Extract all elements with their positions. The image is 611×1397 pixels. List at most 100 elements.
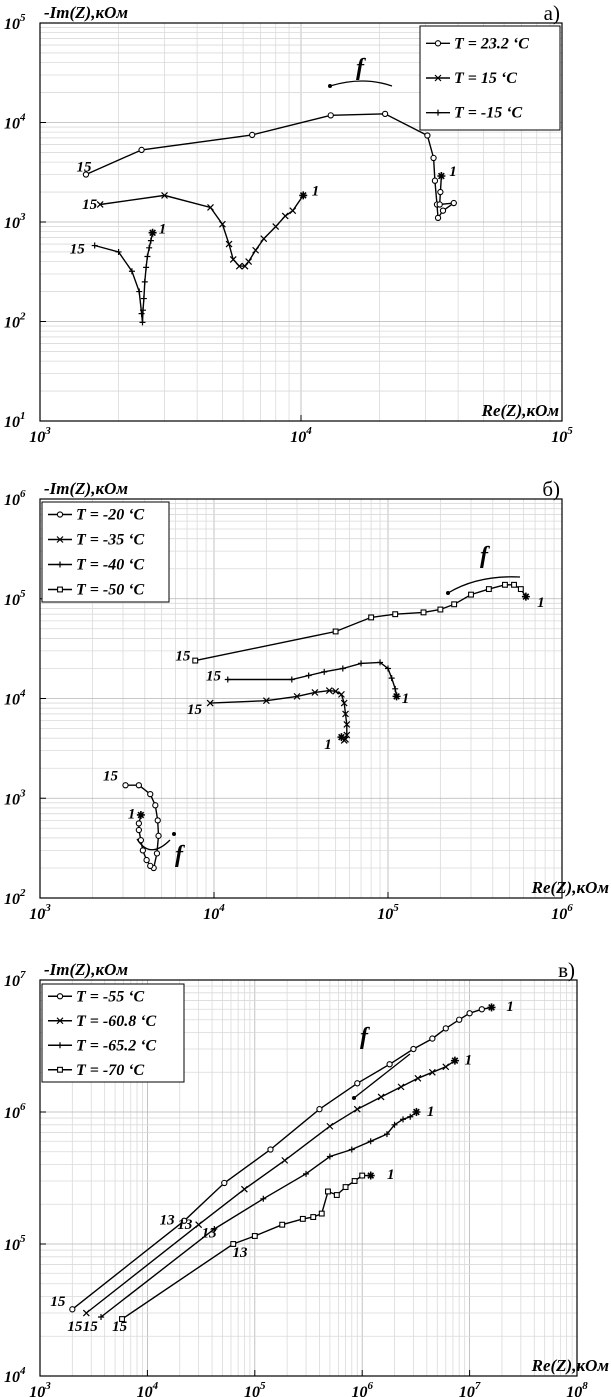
data-point bbox=[318, 1210, 325, 1217]
data-point bbox=[154, 817, 161, 824]
data-point bbox=[407, 1113, 414, 1120]
x-tick-label: 107 bbox=[459, 1380, 481, 1397]
legend-entry: T = 15 ‘C bbox=[454, 70, 517, 87]
data-point bbox=[316, 1106, 323, 1113]
data-point bbox=[135, 826, 143, 834]
legend-marker bbox=[434, 40, 442, 47]
arrow-head bbox=[446, 591, 450, 595]
data-point bbox=[353, 1105, 361, 1113]
data-point bbox=[501, 581, 508, 588]
legend-entry: T = -40 ‘C bbox=[76, 557, 145, 574]
data-point bbox=[272, 223, 280, 230]
data-point bbox=[340, 699, 348, 707]
data-point bbox=[343, 720, 351, 728]
data-point bbox=[155, 832, 162, 839]
series-line bbox=[85, 1060, 456, 1314]
panel-label: в) bbox=[558, 958, 575, 982]
series-1 bbox=[69, 1003, 496, 1313]
data-point bbox=[161, 191, 168, 199]
data-point bbox=[342, 1184, 349, 1191]
data-point bbox=[293, 692, 301, 700]
data-point bbox=[348, 1146, 355, 1153]
series-3 bbox=[91, 228, 157, 326]
y-tick-label: 106 bbox=[4, 1101, 26, 1122]
data-point bbox=[245, 258, 253, 266]
data-point bbox=[327, 112, 334, 119]
data-point-end bbox=[450, 1056, 459, 1065]
data-point bbox=[219, 220, 226, 228]
arrow-head bbox=[352, 1096, 356, 1100]
data-point bbox=[466, 1010, 473, 1017]
y-tick-label: 103 bbox=[4, 787, 26, 808]
data-point-end bbox=[148, 228, 157, 237]
data-point bbox=[468, 591, 474, 598]
data-point bbox=[326, 1153, 333, 1160]
x-tick-label: 103 bbox=[29, 1380, 51, 1397]
series-line bbox=[100, 1111, 417, 1318]
data-point bbox=[235, 262, 243, 270]
y-tick-label: 104 bbox=[4, 688, 26, 709]
point-annotation: 1 bbox=[387, 1167, 395, 1183]
series-1 bbox=[122, 782, 162, 872]
point-annotation: 15 bbox=[112, 1319, 128, 1335]
y-axis-label: -Im(Z),кОм bbox=[44, 479, 128, 498]
data-point bbox=[439, 207, 447, 214]
data-point bbox=[430, 154, 437, 162]
data-point bbox=[392, 685, 399, 692]
data-point bbox=[230, 1241, 237, 1247]
y-tick-label: 104 bbox=[4, 112, 26, 133]
data-point bbox=[442, 1063, 450, 1071]
data-point bbox=[310, 1214, 317, 1221]
data-point bbox=[143, 856, 150, 864]
point-annotation: 1 bbox=[128, 806, 135, 822]
data-point bbox=[143, 264, 150, 271]
data-point-end bbox=[487, 1003, 496, 1012]
data-point-end bbox=[392, 692, 401, 701]
data-point bbox=[420, 609, 427, 616]
data-point bbox=[437, 606, 444, 613]
data-point bbox=[141, 278, 148, 285]
frequency-label: f bbox=[356, 55, 366, 81]
y-tick-label: 105 bbox=[4, 588, 26, 609]
series-3 bbox=[98, 1108, 421, 1320]
data-point-end bbox=[366, 1171, 375, 1180]
data-point bbox=[241, 262, 249, 270]
data-point bbox=[332, 628, 339, 635]
point-annotation: 1 bbox=[312, 183, 320, 199]
data-point bbox=[221, 1179, 228, 1187]
x-axis-label: Re(Z),кОм bbox=[531, 878, 610, 897]
data-point bbox=[377, 1093, 385, 1101]
data-point bbox=[400, 1116, 407, 1123]
x-tick-label: 103 bbox=[29, 425, 51, 446]
data-point bbox=[96, 201, 104, 208]
x-tick-label: 108 bbox=[566, 1380, 588, 1397]
series-line bbox=[100, 194, 304, 267]
data-point bbox=[383, 1131, 390, 1138]
data-point bbox=[224, 676, 231, 683]
y-tick-label: 105 bbox=[4, 1233, 26, 1254]
frequency-label: f bbox=[360, 1024, 370, 1050]
data-point bbox=[139, 847, 146, 854]
point-annotation: 15 bbox=[206, 668, 222, 684]
data-point bbox=[391, 1121, 398, 1128]
legend-entry: T = -50 ‘C bbox=[76, 582, 145, 599]
legend-marker bbox=[57, 561, 63, 568]
series-3 bbox=[224, 659, 401, 701]
series-2 bbox=[96, 191, 308, 270]
legend: T = -20 ‘CT = -35 ‘CT = -40 ‘CT = -50 ‘C bbox=[41, 501, 170, 603]
data-point bbox=[140, 295, 147, 302]
data-point bbox=[206, 699, 214, 707]
data-point bbox=[429, 1035, 436, 1042]
data-point bbox=[351, 1178, 358, 1184]
data-point bbox=[388, 675, 395, 682]
data-point bbox=[138, 146, 145, 154]
frequency-arrow bbox=[353, 1053, 411, 1099]
series-2 bbox=[206, 687, 351, 744]
series-line bbox=[125, 784, 160, 870]
data-point bbox=[122, 782, 129, 789]
data-point bbox=[192, 657, 199, 664]
legend-marker bbox=[57, 586, 63, 593]
data-point-end bbox=[299, 191, 308, 200]
